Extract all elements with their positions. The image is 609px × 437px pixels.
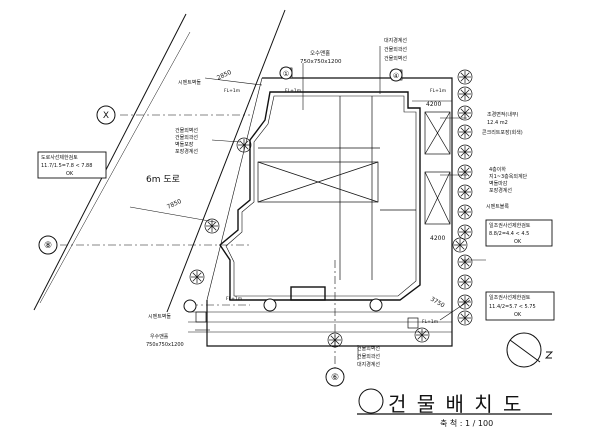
title-block: 건 물 배 치 도 축 척 : 1 / 100 (357, 388, 552, 428)
regulation-box-mid-right: 일조권사선제한검토 8.8/2=4.4 < 4.5 OK (485, 219, 553, 247)
left-list-3: 포장경계선 (175, 148, 198, 155)
right-top-2: 콘크리트포장(회색) (482, 129, 523, 136)
right-list-2: 벽돌마감 (489, 180, 508, 187)
site-boundary (206, 77, 453, 347)
box-mid-2: OK (514, 239, 522, 245)
bottom-right-tag: FL+1m (422, 319, 438, 325)
level-tag-3: FL+1m (226, 296, 242, 302)
grid-bubbles (38, 66, 403, 387)
tree-icon (457, 274, 473, 290)
tree-icon (457, 184, 473, 200)
tree-icon (457, 124, 473, 140)
level-tag-0: FL+1m (224, 88, 240, 94)
bottom-list-1: 건물외곽선 (357, 353, 380, 360)
tree-icon (457, 204, 473, 220)
top-list-0: 대지경계선 (384, 37, 407, 44)
tree-icon (189, 269, 205, 285)
left-list-2: 벽돌포장 (175, 141, 194, 148)
tree-icon (327, 332, 343, 348)
grid-label-d: ④ (393, 72, 399, 80)
drawing-title: 건 물 배 치 도 (388, 392, 523, 416)
regulation-box-bottom-right: 일조권사선제한검토 11.4/2=5.7 < 5.75 OK (485, 291, 555, 321)
grid-label-x: X (103, 111, 109, 121)
tree-icon (457, 310, 473, 326)
tree-icon (204, 218, 220, 234)
tree-icon (457, 294, 473, 310)
tree-icon (236, 137, 252, 153)
dim-top: 4200 (426, 101, 441, 108)
bottom-left-label: 시멘트벽돌 (148, 313, 171, 320)
grid-label-a: ① (283, 70, 289, 78)
drawing-scale: 축 척 : 1 / 100 (440, 419, 493, 428)
leader-lines (129, 46, 486, 360)
tree-icon (457, 164, 473, 180)
tree-icon (457, 86, 473, 102)
dim-diag3: 3750 (429, 296, 446, 310)
top-left-label: 시멘트벽돌 (178, 79, 201, 86)
grid-label-b: ⑧ (44, 241, 52, 251)
tree-symbols (189, 69, 473, 348)
steps (188, 311, 452, 333)
bottom-left-size: 750x750x1200 (146, 342, 184, 348)
regulation-box-left: 도로사선제한검토 11.7/1.5=7.8 < 7.88 OK (37, 151, 107, 179)
tree-icon (457, 105, 473, 121)
right-top-1: 12.4 m2 (487, 120, 508, 126)
tree-icon (452, 237, 468, 253)
box-mid-1: 8.8/2=4.4 < 4.5 (489, 231, 529, 237)
tree-icon (457, 224, 473, 240)
top-list-2: 건물외벽선 (384, 55, 407, 62)
box-left-2: OK (66, 171, 74, 177)
tree-icon (457, 254, 473, 270)
box-left-0: 도로사선제한검토 (41, 154, 78, 161)
bottom-list-2: 대지경계선 (357, 361, 380, 368)
right-list-0: 4층이하 (489, 166, 506, 173)
box-left-1: 11.7/1.5=7.8 < 7.88 (41, 163, 92, 169)
top-fence-size: 750x750x1200 (300, 59, 342, 65)
box-br-0: 일조권사선제한검토 (489, 294, 531, 301)
tree-icon (457, 69, 473, 85)
road-lines (33, 9, 286, 313)
dim-diag1: 2850 (216, 69, 233, 82)
grid-bubble-labels: X ⑧ ⑥ ① ④ (44, 70, 399, 383)
top-fence-label: 오수맨홀 (310, 49, 330, 57)
road-label: 6m 도로 (146, 175, 180, 185)
left-list-1: 건물외곽선 (175, 134, 198, 141)
left-list-0: 건물외벽선 (175, 127, 198, 134)
building-outline (219, 91, 421, 301)
box-mid-0: 일조권사선제한검토 (489, 222, 531, 229)
grid-lines (60, 114, 336, 370)
box-br-2: OK (514, 312, 522, 318)
dim-right: 4200 (430, 235, 445, 242)
bottom-list-0: 건물외벽선 (357, 345, 380, 352)
tree-icon (414, 327, 430, 343)
crossed-areas (257, 96, 451, 280)
level-tag-1: FL+1m (285, 88, 301, 94)
right-list-3: 포장경계선 (489, 187, 512, 194)
right-list-1: 지1~3층옥외계단 (489, 173, 528, 180)
level-tag-2: FL+1m (430, 88, 446, 94)
north-arrow-icon (506, 332, 554, 368)
dim-diag2: 7850 (166, 198, 183, 211)
bottom-left-label-2: 우수맨홀 (150, 333, 169, 340)
right-top-0: 조경면적(내부) (487, 111, 519, 118)
right-small: 시멘트블록 (486, 203, 509, 210)
tree-icon (457, 144, 473, 160)
grid-label-c: ⑥ (331, 373, 339, 383)
box-br-1: 11.4/2=5.7 < 5.75 (489, 304, 536, 310)
top-list-1: 건물외곽선 (384, 46, 407, 53)
